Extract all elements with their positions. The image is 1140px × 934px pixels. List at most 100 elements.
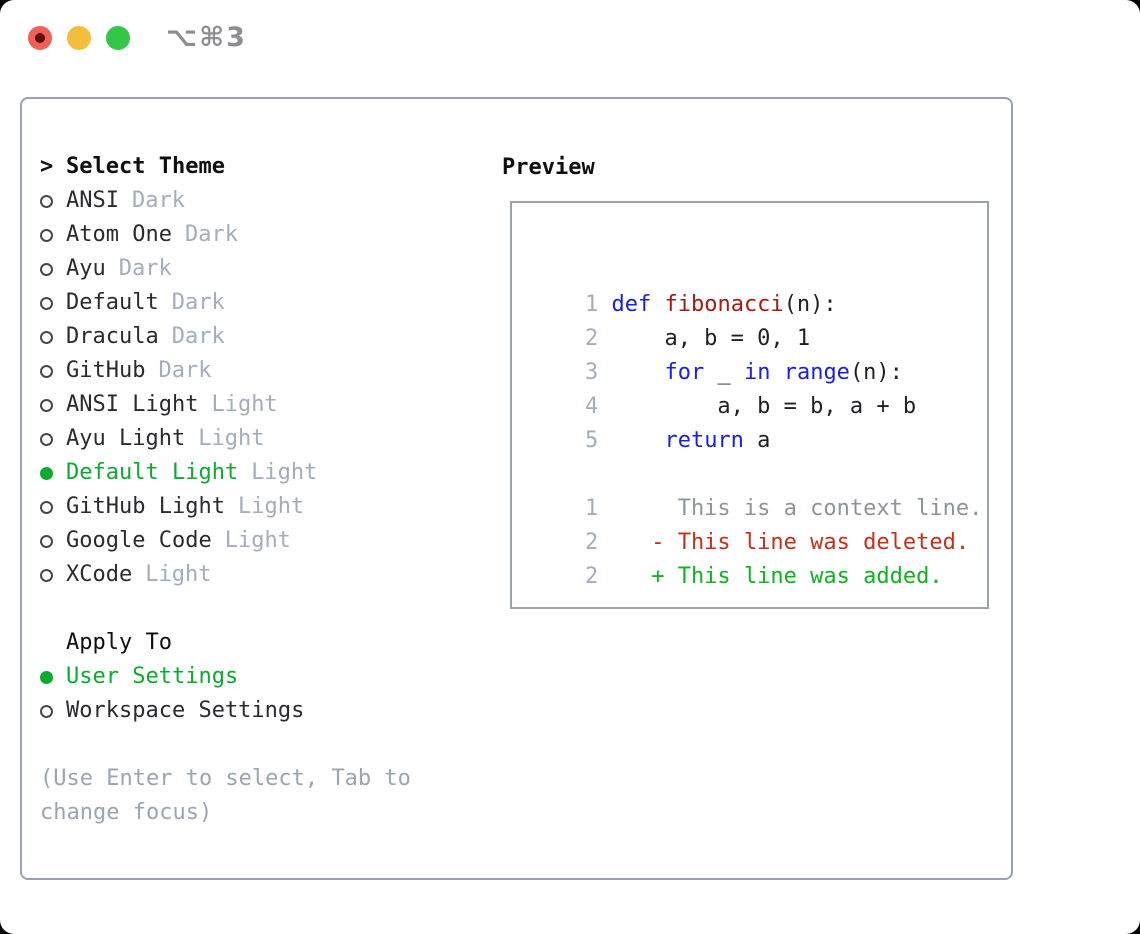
code-content: def fibonacci(n):: [611, 292, 836, 317]
line-number: 2: [584, 326, 599, 351]
traffic-lights: [28, 26, 130, 50]
option-label: GitHub Light: [66, 494, 225, 519]
radio-icon: [40, 296, 53, 310]
code-content: This is a context line.: [611, 496, 983, 521]
code-token-plain: a, b = b, a + b: [611, 394, 917, 419]
theme-option-dracula[interactable]: Dracula Dark: [40, 320, 480, 354]
code-line: 3 for _ in range(n):: [532, 322, 969, 385]
titlebar: ⌥⌘3: [0, 0, 1140, 76]
option-label: Default: [66, 290, 159, 315]
select-theme-header: > Select Theme: [40, 150, 480, 184]
code-token-plain: [770, 360, 783, 385]
radio-icon: [40, 432, 53, 446]
option-variant: Light: [198, 426, 265, 451]
radio-icon: [40, 670, 53, 684]
option-variant: Dark: [118, 256, 172, 281]
theme-option-ayu[interactable]: Ayu Dark: [40, 252, 480, 286]
code-token-keyword: range: [783, 360, 850, 385]
code-token-plain: [611, 428, 664, 453]
code-line: 2 a, b = 0, 1: [532, 288, 969, 351]
record-dot-icon: [35, 33, 45, 43]
option-variant: Dark: [171, 324, 225, 349]
line-number: 1: [584, 496, 599, 521]
code-token-plain: a, b = 0, 1: [611, 326, 811, 351]
code-token-keyword: for: [664, 360, 705, 385]
theme-option-github[interactable]: GitHub Dark: [40, 354, 480, 388]
option-label: Ayu: [66, 256, 106, 281]
theme-option-atom-one[interactable]: Atom One Dark: [40, 218, 480, 252]
code-content: a, b = 0, 1: [611, 326, 810, 351]
option-label: Ayu Light: [66, 426, 186, 451]
option-label: Dracula: [66, 324, 159, 349]
close-button[interactable]: [28, 26, 52, 50]
code-line: 4 a, b = b, a + b: [532, 356, 969, 419]
radio-icon: [40, 262, 53, 276]
code-token-keyword: return: [664, 428, 744, 453]
option-variant: Dark: [158, 358, 212, 383]
option-label: ANSI: [66, 188, 119, 213]
theme-option-default[interactable]: Default Dark: [40, 286, 480, 320]
theme-option-github-light[interactable]: GitHub Light Light: [40, 490, 480, 524]
apply-option-workspace-settings[interactable]: Workspace Settings: [40, 694, 480, 728]
theme-option-ansi[interactable]: ANSI Dark: [40, 184, 480, 218]
radio-icon: [40, 466, 53, 480]
line-number: 2: [584, 530, 599, 555]
option-label: ANSI Light: [66, 392, 199, 417]
option-label: GitHub: [66, 358, 146, 383]
line-number: 2: [584, 564, 599, 589]
cursor-arrow-icon: >: [40, 154, 54, 179]
hint-text: (Use Enter to select, Tab to change focu…: [40, 766, 411, 825]
code-content: return a: [611, 428, 770, 453]
code-token-plain: [651, 292, 664, 317]
theme-option-ayu-light[interactable]: Ayu Light Light: [40, 422, 480, 456]
radio-icon: [40, 398, 53, 412]
code-content: a, b = b, a + b: [611, 394, 916, 419]
apply-to-heading: Apply To: [66, 630, 172, 655]
code-content: - This line was deleted.: [611, 530, 969, 555]
apply-option-user-settings[interactable]: User Settings: [40, 660, 480, 694]
option-variant: Light: [224, 528, 291, 553]
code-line: 5 return a: [532, 390, 969, 453]
code-line: 2 - This line was deleted.: [532, 492, 969, 555]
zoom-button[interactable]: [106, 26, 130, 50]
radio-icon: [40, 704, 53, 718]
code-token-deleted: - This line was deleted.: [611, 530, 970, 555]
code-content: for _ in range(n):: [611, 360, 902, 385]
option-variant: Dark: [171, 290, 225, 315]
option-variant: Light: [145, 562, 212, 587]
code-line: 1 This is a context line.: [532, 458, 982, 521]
code-token-plain: a: [743, 428, 771, 453]
code-line: 2 + This line was added.: [532, 526, 969, 589]
option-variant: Dark: [131, 188, 185, 213]
select-theme-label: Select Theme: [66, 154, 225, 179]
spacer: [40, 592, 480, 626]
option-variant: Light: [211, 392, 278, 417]
radio-icon: [40, 228, 53, 242]
theme-option-xcode[interactable]: XCode Light: [40, 558, 480, 592]
option-variant: Light: [251, 460, 318, 485]
radio-icon: [40, 568, 53, 582]
option-label: Atom One: [66, 222, 172, 247]
minimize-button[interactable]: [67, 26, 91, 50]
radio-icon: [40, 330, 53, 344]
option-variant: Light: [237, 494, 305, 519]
option-variant: Dark: [184, 222, 238, 247]
code-token-context: This is a context line.: [611, 496, 983, 521]
line-number: 4: [584, 394, 599, 419]
code-token-function: fibonacci: [664, 292, 784, 317]
option-label: XCode: [66, 562, 133, 587]
line-number: 5: [584, 428, 599, 453]
radio-icon: [40, 500, 53, 514]
radio-icon: [40, 534, 53, 548]
code-token-plain: [611, 360, 664, 385]
code-content: + This line was added.: [611, 564, 942, 589]
spacer: [40, 728, 480, 762]
theme-option-ansi-light[interactable]: ANSI Light Light: [40, 388, 480, 422]
